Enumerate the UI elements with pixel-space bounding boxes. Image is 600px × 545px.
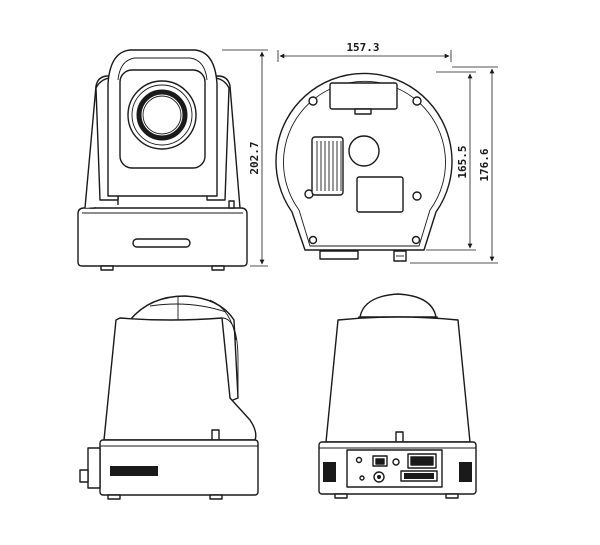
- back-view: 157.3: [275, 41, 498, 264]
- dim-height-back-outer: 176.6: [478, 148, 491, 181]
- front-view: 202.7: [77, 49, 268, 271]
- front-lens-inner: [136, 89, 188, 141]
- side-vent-strip: [110, 466, 158, 476]
- dim-height-back-inner: 165.5: [456, 145, 469, 178]
- side-view: [79, 295, 259, 500]
- dim-height-front: 202.7: [248, 141, 261, 174]
- front-indicator-slot: [132, 238, 191, 248]
- rear-view: [318, 293, 477, 499]
- dim-width-back: 157.3: [346, 41, 379, 54]
- vent-grille: [311, 136, 344, 196]
